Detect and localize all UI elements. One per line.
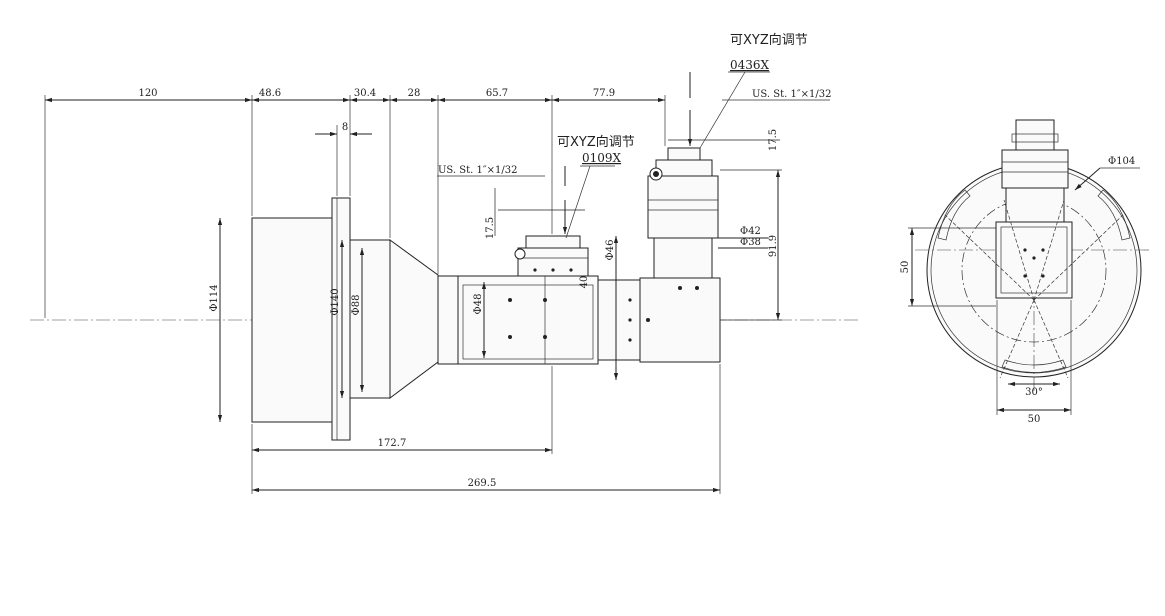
middle-adjuster — [517, 247, 589, 277]
dim-91-9: 91.9 — [768, 235, 779, 257]
tapered-cone — [389, 239, 439, 399]
dim-dia-88: Φ88 — [351, 295, 362, 316]
dim-dia-48: Φ48 — [473, 294, 484, 315]
dim-269-5: 269.5 — [468, 478, 497, 489]
dim-dia-42: Φ42 — [740, 226, 761, 237]
dim-17-5-top: 17.5 — [768, 129, 779, 151]
dim-77-9: 77.9 — [593, 88, 615, 99]
front-barrel — [251, 217, 333, 423]
thread-spec-top: US. St. 1″×1/32 — [752, 89, 831, 100]
dim-65-7: 65.7 — [486, 88, 508, 99]
square-housing — [995, 221, 1073, 299]
upper-c-mount — [667, 147, 701, 161]
tower-top — [1015, 119, 1055, 151]
dim-172-7: 172.7 — [378, 438, 407, 449]
tower-adjuster — [1001, 149, 1069, 189]
dim-dia-104: Φ104 — [1108, 156, 1135, 167]
dim-50-horizontal: 50 — [1028, 414, 1041, 425]
dim-30-4: 30.4 — [354, 88, 376, 99]
mount-slot-bottom — [1001, 359, 1067, 373]
front-view: 50 30° 50 Φ104 — [900, 119, 1150, 425]
part-code-0109x: 0109X — [582, 151, 622, 165]
mounting-flange — [331, 197, 351, 441]
tower-body — [1005, 187, 1065, 223]
ring-block — [597, 279, 641, 361]
dim-48-6: 48.6 — [259, 88, 281, 99]
upper-adjuster — [647, 175, 719, 239]
dim-30-degrees: 30° — [1025, 387, 1043, 398]
note-xyz-adjust-mid: 可XYZ向调节 — [557, 134, 635, 150]
dim-17-5-mid: 17.5 — [485, 217, 496, 239]
middle-camera-ring — [525, 235, 581, 249]
dim-28: 28 — [408, 88, 421, 99]
note-xyz-adjust-top: 可XYZ向调节 — [730, 32, 808, 48]
dim-dia-140: Φ140 — [330, 288, 341, 315]
thread-spec-mid: US. St. 1″×1/32 — [438, 165, 517, 176]
mount-slot-right — [1097, 189, 1131, 241]
dim-dia-46: Φ46 — [605, 240, 616, 261]
dim-120: 120 — [138, 88, 157, 99]
dim-40: 40 — [579, 276, 590, 289]
dim-50-vertical: 50 — [900, 261, 911, 274]
part-code-0436x: 0436X — [730, 58, 770, 72]
dim-8: 8 — [342, 122, 348, 133]
dim-dia-38: Φ38 — [740, 237, 761, 248]
prism-box — [639, 277, 721, 363]
dim-dia-114: Φ114 — [209, 284, 220, 311]
vertical-arm — [653, 237, 713, 279]
rear-cylinder — [349, 239, 391, 399]
upper-camera-ring — [655, 159, 713, 177]
connector-tube — [437, 275, 459, 365]
side-view: 120 48.6 30.4 28 65.7 77.9 8 172.7 269.5… — [30, 32, 860, 494]
main-housing — [457, 275, 599, 365]
